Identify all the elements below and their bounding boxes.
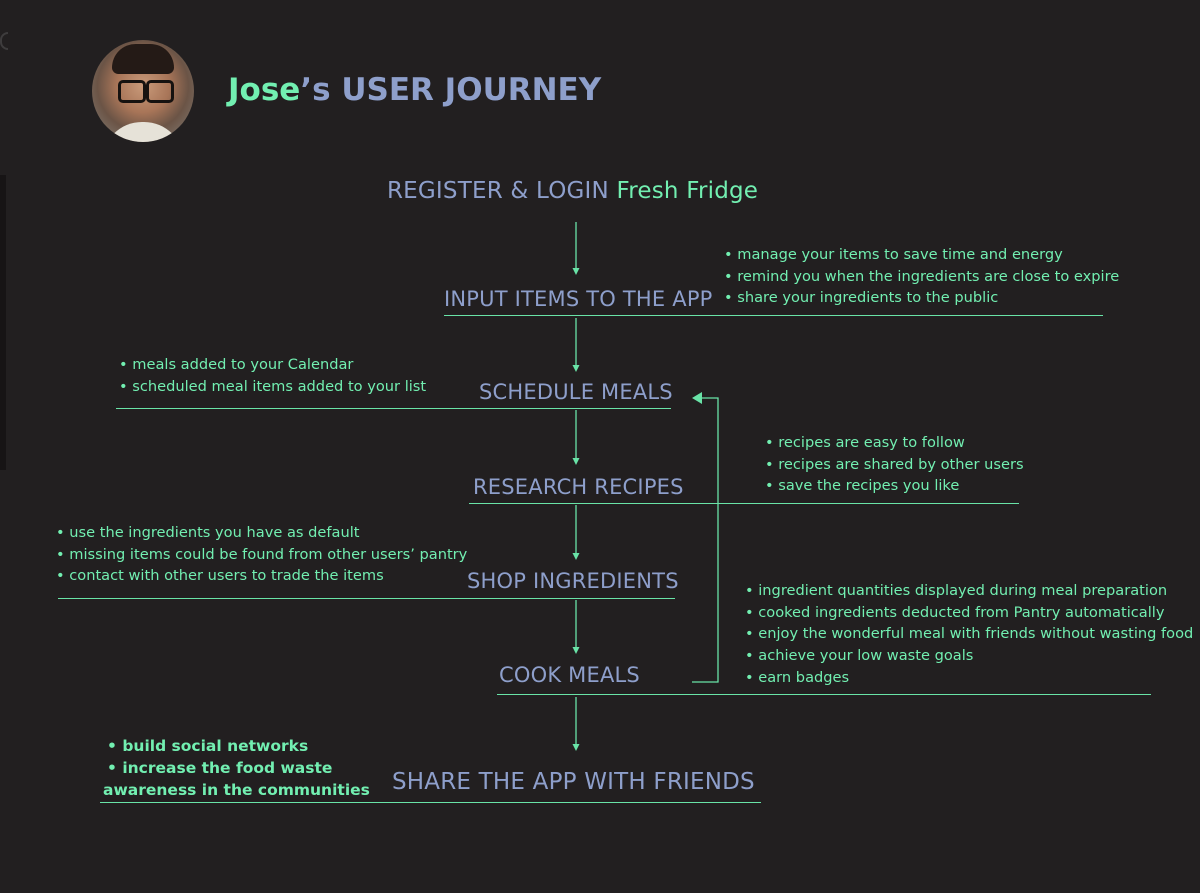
step-schedule: SCHEDULE MEALS [479, 380, 673, 404]
page-title: Jose’s USER JOURNEY [228, 72, 601, 108]
underline-shop [58, 598, 675, 599]
note-item: meals added to your Calendar [119, 354, 426, 376]
note-item: recipes are shared by other users [765, 454, 1023, 476]
loop-cook-to-schedule [692, 397, 719, 683]
arrowhead-cook [572, 647, 580, 654]
app-brand-name: Fresh Fridge [616, 178, 759, 204]
persona-name: Jose [228, 72, 301, 108]
notes-shop: use the ingredients you have as default … [56, 522, 467, 587]
underline-schedule [116, 408, 671, 409]
note-item: recipes are easy to follow [765, 432, 1024, 454]
notes-cook: ingredient quantities displayed during m… [745, 580, 1193, 689]
avatar [92, 40, 194, 142]
note-item: earn badges [745, 667, 1193, 689]
arrowhead-shop [572, 553, 580, 560]
arrowhead-schedule [572, 365, 580, 372]
note-item: use the ingredients you have as default [56, 522, 467, 544]
note-item: share your ingredients to the public [724, 287, 1119, 309]
persona-possessive: ’s [300, 72, 331, 108]
note-item: save the recipes you like [765, 475, 1024, 497]
step-register-label: REGISTER & LOGIN [387, 178, 609, 204]
title-text: USER JOURNEY [341, 72, 602, 108]
arrowhead-research [572, 458, 580, 465]
arrowhead-input [572, 268, 580, 275]
underline-input [444, 315, 1103, 316]
notes-share: build social networks increase the food … [103, 735, 370, 801]
note-item-continuation: awareness in the communities [103, 781, 370, 799]
note-item: missing items could be found from other … [56, 544, 467, 566]
note-item: enjoy the wonderful meal with friends wi… [745, 623, 1193, 645]
note-item: cooked ingredients deducted from Pantry … [745, 602, 1193, 624]
note-item: increase the food waste [103, 757, 370, 779]
note-item: manage your items to save time and energ… [724, 244, 1119, 266]
note-item: ingredient quantities displayed during m… [745, 580, 1193, 602]
note-item: scheduled meal items added to your list [119, 376, 426, 398]
step-share: SHARE THE APP WITH FRIENDS [392, 769, 755, 795]
underline-share [100, 802, 761, 803]
note-item: contact with other users to trade the it… [56, 565, 467, 587]
notes-schedule: meals added to your Calendar scheduled m… [119, 354, 426, 397]
note-item: remind you when the ingredients are clos… [724, 266, 1119, 288]
glasses-icon [118, 80, 146, 103]
notes-research: recipes are easy to follow recipes are s… [765, 432, 1024, 497]
step-input: INPUT ITEMS TO THE APP [444, 287, 713, 311]
notes-input: manage your items to save time and energ… [724, 244, 1119, 309]
arrowhead-share [572, 744, 580, 751]
step-register: REGISTER & LOGIN Fresh Fridge [387, 178, 758, 204]
window-edge-strip [0, 175, 6, 470]
note-item: build social networks [103, 735, 370, 757]
note-item: achieve your low waste goals [745, 645, 1193, 667]
step-shop: SHOP INGREDIENTS [467, 569, 679, 593]
arrowhead-loop [692, 392, 702, 404]
step-research: RESEARCH RECIPES [473, 475, 684, 499]
step-cook: COOK MEALS [499, 663, 640, 687]
window-edge-mark [0, 32, 8, 50]
underline-research [469, 503, 1019, 504]
underline-cook [497, 694, 1151, 695]
